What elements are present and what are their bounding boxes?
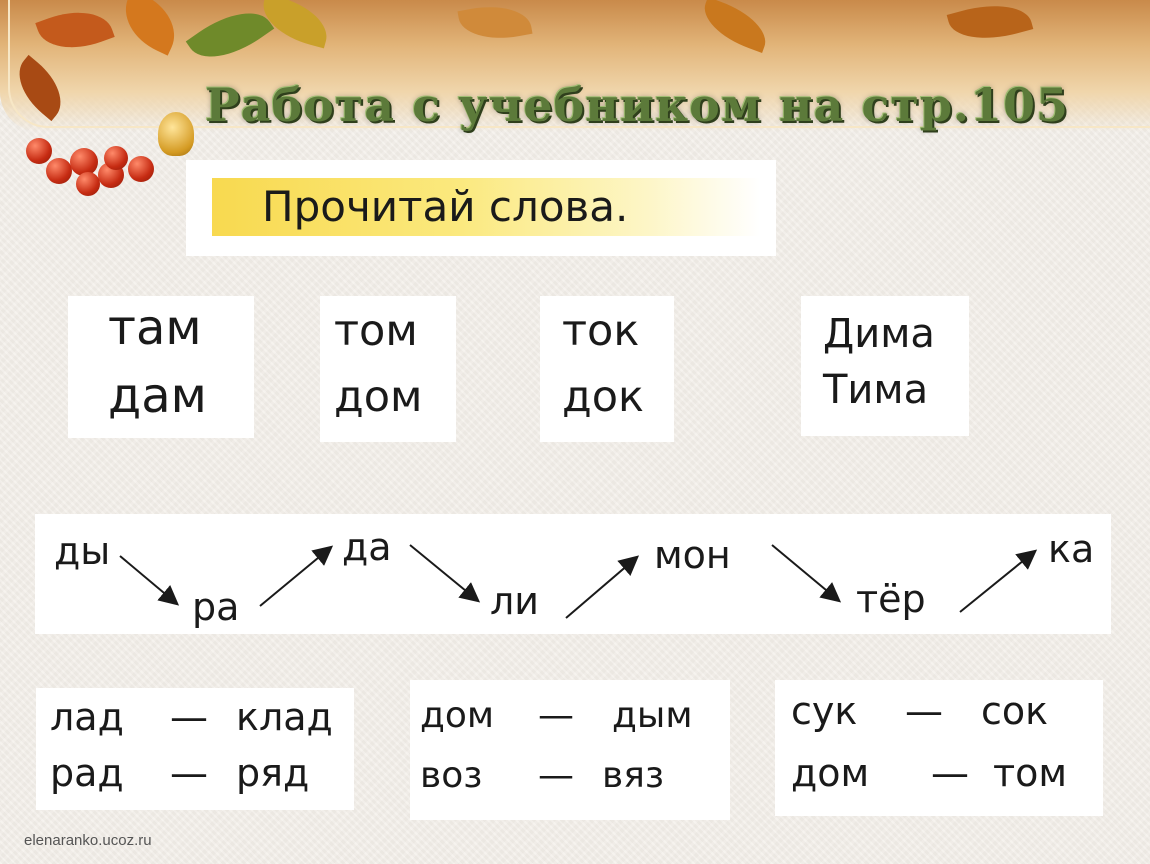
berry-decoration xyxy=(26,138,52,164)
syllable: ды xyxy=(54,529,111,573)
footer-watermark: elenaranko.ucoz.ru xyxy=(24,832,152,849)
berry-decoration xyxy=(76,172,100,196)
border-trim xyxy=(8,0,1150,128)
pair-dash: — xyxy=(538,755,574,796)
word-card: ток док xyxy=(540,296,674,442)
word-bottom: дом xyxy=(334,372,423,422)
word-bottom: Тима xyxy=(823,367,929,413)
syllable: мон xyxy=(654,533,731,577)
syllable: тёр xyxy=(856,577,926,621)
word-card: там дам xyxy=(68,296,254,438)
pair-dash: — xyxy=(170,751,208,795)
pair-right: дым xyxy=(612,695,693,736)
pair-left: рад xyxy=(50,751,124,795)
berry-decoration xyxy=(46,158,72,184)
berry-decoration xyxy=(104,146,128,170)
word-card: том дом xyxy=(320,296,456,442)
word-top: Дима xyxy=(823,311,935,357)
pair-left: воз xyxy=(420,755,483,796)
pair-left: лад xyxy=(50,695,124,739)
word-top: там xyxy=(108,300,202,356)
word-card: Дима Тима xyxy=(801,296,969,436)
instruction-text: Прочитай слова. xyxy=(262,182,629,231)
bell-decoration xyxy=(158,112,194,156)
pair-right: сок xyxy=(981,689,1049,733)
syllable: ра xyxy=(192,585,240,629)
pair-dash: — xyxy=(170,695,208,739)
instruction-highlight xyxy=(212,178,760,236)
word-top: ток xyxy=(562,306,640,356)
syllable: ка xyxy=(1048,527,1095,571)
pair-left: дом xyxy=(420,695,495,736)
syllable: ли xyxy=(490,579,539,623)
word-bottom: док xyxy=(562,372,645,422)
berry-decoration xyxy=(128,156,154,182)
word-pair-card: сук — сок дом — том xyxy=(775,680,1103,816)
slide-title: Работа с учебником на стр.105 xyxy=(205,78,1070,132)
pair-right: вяз xyxy=(602,755,665,796)
word-bottom: дам xyxy=(108,368,207,424)
word-pair-card: дом — дым воз — вяз xyxy=(410,680,730,820)
pair-dash: — xyxy=(905,689,943,733)
pair-left: сук xyxy=(791,689,858,733)
pair-dash: — xyxy=(538,695,574,736)
syllable: да xyxy=(342,525,392,569)
word-pair-card: лад — клад рад — ряд xyxy=(36,688,354,810)
pair-right: том xyxy=(993,751,1068,795)
pair-dash: — xyxy=(931,751,969,795)
pair-right: клад xyxy=(236,695,333,739)
pair-left: дом xyxy=(791,751,870,795)
pair-right: ряд xyxy=(236,751,310,795)
berry-decoration xyxy=(70,148,98,176)
word-top: том xyxy=(334,306,418,356)
